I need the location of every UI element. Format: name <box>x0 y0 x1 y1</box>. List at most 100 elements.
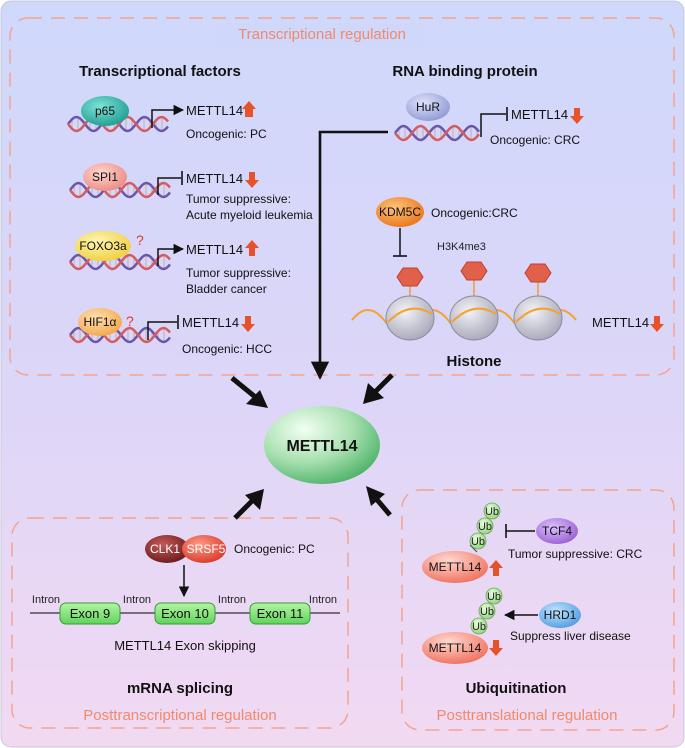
center-node-label: METTL14 <box>286 438 357 455</box>
ubiquitin-node <box>483 502 501 520</box>
ubiquitin-node <box>469 532 487 550</box>
inhibition-line <box>157 177 181 195</box>
inhibition-line <box>480 113 506 137</box>
histone-target-gene: METTL14 <box>592 315 649 330</box>
tcf4-node <box>536 518 578 544</box>
section-title-transcriptional: Transcriptional regulation <box>238 26 406 43</box>
rbp-to-center-arrow <box>310 130 388 380</box>
ubiquitin-label: Ub <box>485 506 499 518</box>
tf-label: HIF1α <box>84 315 117 329</box>
ubiquitin-label: Ub <box>480 606 494 618</box>
ubiquitin-node <box>470 617 488 635</box>
tf-row-p65: p65 METTL14 Oncogenic: PC <box>67 96 267 141</box>
target-gene-label: METTL14 <box>182 315 239 330</box>
upregulation-arrow-icon <box>242 101 256 117</box>
methyl-mark-hexagon <box>460 261 488 281</box>
clk1-label: CLK1 <box>150 542 180 556</box>
regulation-arrows <box>230 373 394 520</box>
mettl14-protein-node <box>422 551 488 583</box>
section-title-bg <box>218 23 426 45</box>
tf-node-foxo3a <box>75 231 131 261</box>
ubiquitin-label: Ub <box>487 591 501 603</box>
tf-effect-note: Tumor suppressive: <box>186 192 291 206</box>
target-gene-label: METTL14 <box>186 103 243 118</box>
kdm5c-label: KDM5C <box>379 205 421 219</box>
upregulation-arrow-icon <box>489 560 503 576</box>
dna-strand <box>69 181 171 199</box>
activation-arrow <box>157 243 185 266</box>
target-gene-label: METTL14 <box>186 171 243 186</box>
ubiquitination-top: Ub Ub Ub METTL14 TCF4 Tumor suppressive:… <box>422 502 643 583</box>
inhibition-line <box>147 321 177 340</box>
ubiquitin-label: Ub <box>478 521 492 533</box>
exon-10 <box>154 602 216 625</box>
clk1-node <box>145 535 189 563</box>
srsf5-label: SRSF5 <box>187 542 226 556</box>
intron-label: Intron <box>218 594 246 606</box>
exon-9-label: Exon 9 <box>70 606 110 621</box>
hrd1-effect-note: Suppress liver disease <box>510 629 631 643</box>
tf-node-hif1a <box>78 308 122 336</box>
ubiquitination-region: Ub Ub Ub METTL14 TCF4 Tumor suppressive:… <box>422 502 643 664</box>
exon-11 <box>249 602 311 625</box>
histone-region: KDM5C Oncogenic:CRC H3K4me3 METTL14 <box>351 197 664 341</box>
heading-mrna-splicing: mRNA splicing <box>127 680 233 697</box>
downregulation-arrow-icon <box>489 640 503 656</box>
srsf5-node <box>182 535 226 563</box>
downregulation-arrow-icon <box>650 316 664 332</box>
heading-rna-binding-protein: RNA binding protein <box>392 63 537 80</box>
tf-node-spi1 <box>83 163 127 191</box>
splicing-caption: METTL14 Exon skipping <box>114 638 256 653</box>
methyl-mark-hexagon <box>396 267 424 287</box>
arrow-from-ubiquitination <box>366 486 392 517</box>
intron-label: Intron <box>123 594 151 606</box>
activation-arrow <box>151 104 185 128</box>
upregulation-arrow-icon <box>245 240 259 256</box>
mettl14-protein-label: METTL14 <box>429 560 482 574</box>
methyl-mark-hexagon <box>524 263 552 283</box>
tf-row-hif1a: HIF1α ? METTL14 Oncogenic: HCC <box>69 308 272 356</box>
downregulation-arrow-icon <box>570 108 584 124</box>
transcription-factor-list: p65 METTL14 Oncogenic: PC SPI1 METTL14 T… <box>67 96 313 356</box>
posttranscriptional-region <box>11 517 349 729</box>
arrow-from-splicing <box>233 489 264 520</box>
ubiquitin-node <box>478 602 496 620</box>
arrow-from-transcription-factors <box>230 376 268 408</box>
exon-10-label: Exon 10 <box>161 606 209 621</box>
dna-helix <box>394 124 480 142</box>
section-title-posttranslational: Posttranslational regulation <box>437 707 618 724</box>
exon-9 <box>59 602 121 625</box>
intron-label: Intron <box>309 594 337 606</box>
ubiquitin-label: Ub <box>471 536 485 548</box>
tf-label: FOXO3a <box>79 239 127 253</box>
mettl14-protein-label: METTL14 <box>429 641 482 655</box>
uncertain-marker: ? <box>126 313 134 329</box>
splicing-effect-note: Oncogenic: PC <box>234 542 315 556</box>
kdm5c-effect-note: Oncogenic:CRC <box>431 206 518 220</box>
tf-effect-note: Oncogenic: PC <box>186 127 267 141</box>
kdm5c-node <box>376 197 424 227</box>
target-gene-label: METTL14 <box>511 107 568 122</box>
transcriptional-region <box>9 17 675 376</box>
nucleosome <box>513 263 563 341</box>
section-title-posttranscriptional: Posttranscriptional regulation <box>83 707 276 724</box>
heading-ubiquitination: Ubiquitination <box>466 680 567 697</box>
tf-effect-note-cont: Acute myeloid leukemia <box>186 208 313 222</box>
tf-effect-note-cont: Bladder cancer <box>186 282 267 296</box>
splicing-region: CLK1 SRSF5 Oncogenic: PC Exon 9 Exon 10 … <box>30 535 340 653</box>
ubiquitin-node <box>485 587 503 605</box>
ubiquitin-node <box>476 517 494 535</box>
rbp-effect-note: Oncogenic: CRC <box>490 133 580 147</box>
nucleosome <box>385 267 435 341</box>
target-gene-label: METTL14 <box>186 242 243 257</box>
rbp-label: HuR <box>416 100 440 114</box>
tcf4-label: TCF4 <box>542 524 572 538</box>
dna-helix <box>69 326 171 344</box>
rbp-row-hur: HuR METTL14 Oncogenic: CRC <box>394 93 584 147</box>
intron-label: Intron <box>32 594 60 606</box>
hrd1-label: HRD1 <box>544 608 577 622</box>
downregulation-arrow-icon <box>245 172 259 188</box>
tf-row-foxo3a: FOXO3a ? METTL14 Tumor suppressive: Blad… <box>69 231 291 296</box>
posttranslational-region <box>401 489 675 731</box>
